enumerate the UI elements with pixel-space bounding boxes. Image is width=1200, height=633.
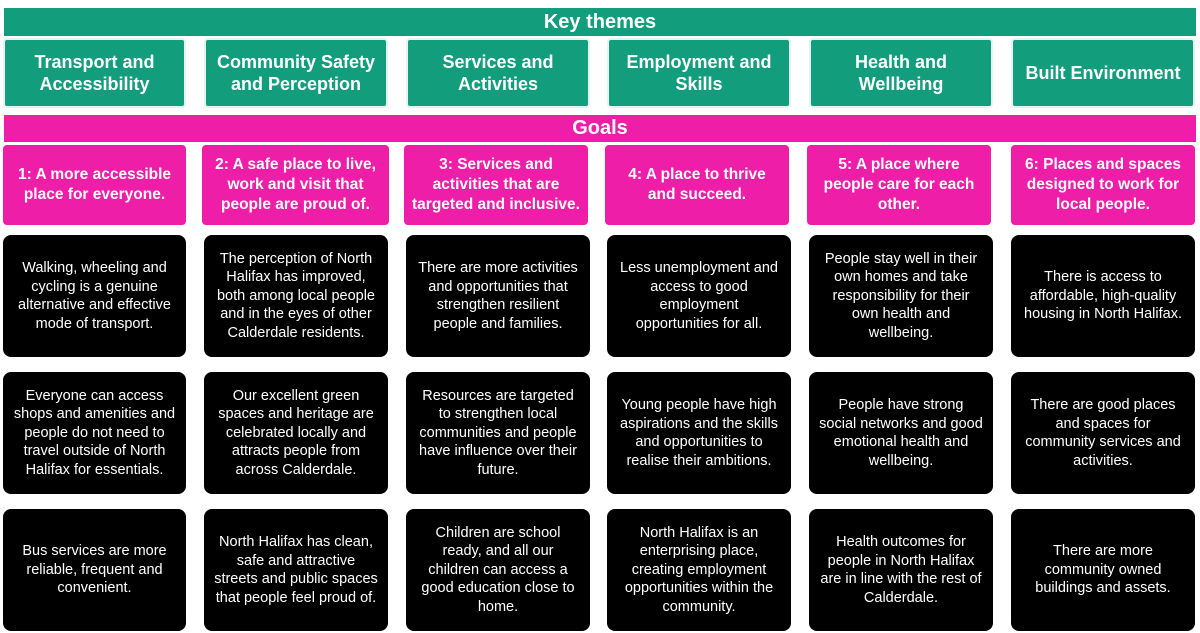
outcome-card: The perception of North Halifax has impr… <box>204 235 388 357</box>
outcome-card: Young people have high aspirations and t… <box>607 372 791 494</box>
outcome-card: Our excellent green spaces and heritage … <box>204 372 388 494</box>
outcome-card: There are good places and spaces for com… <box>1011 372 1195 494</box>
key-themes-banner: Key themes <box>4 8 1196 36</box>
theme-services: Services and Activities <box>406 38 590 108</box>
outcome-card: People stay well in their own homes and … <box>809 235 993 357</box>
goals-row: 1: A more accessible place for everyone.… <box>0 145 1200 225</box>
outcome-card: North Halifax is an enterprising place, … <box>607 509 791 631</box>
outcome-card: North Halifax has clean, safe and attrac… <box>204 509 388 631</box>
outcomes-row-3: Bus services are more reliable, frequent… <box>0 509 1200 631</box>
outcome-card: There is access to affordable, high-qual… <box>1011 235 1195 357</box>
outcome-card: Children are school ready, and all our c… <box>406 509 590 631</box>
outcome-card: Bus services are more reliable, frequent… <box>3 509 186 631</box>
theme-health: Health and Wellbeing <box>809 38 993 108</box>
goals-banner: Goals <box>4 115 1196 142</box>
goal-2: 2: A safe place to live, work and visit … <box>202 145 389 225</box>
goal-5: 5: A place where people care for each ot… <box>807 145 991 225</box>
theme-transport: Transport and Accessibility <box>3 38 186 108</box>
outcome-card: People have strong social networks and g… <box>809 372 993 494</box>
outcome-card: There are more activities and opportunit… <box>406 235 590 357</box>
outcomes-row-2: Everyone can access shops and amenities … <box>0 372 1200 494</box>
theme-employment: Employment and Skills <box>607 38 791 108</box>
theme-built-environment: Built Environment <box>1011 38 1195 108</box>
goal-1: 1: A more accessible place for everyone. <box>3 145 186 225</box>
outcome-card: There are more community owned buildings… <box>1011 509 1195 631</box>
outcome-card: Resources are targeted to strengthen loc… <box>406 372 590 494</box>
goal-3: 3: Services and activities that are targ… <box>404 145 588 225</box>
outcome-card: Less unemployment and access to good emp… <box>607 235 791 357</box>
outcomes-row-1: Walking, wheeling and cycling is a genui… <box>0 235 1200 357</box>
outcome-card: Everyone can access shops and amenities … <box>3 372 186 494</box>
themes-row: Transport and Accessibility Community Sa… <box>0 38 1200 108</box>
goal-4: 4: A place to thrive and succeed. <box>605 145 789 225</box>
outcome-card: Walking, wheeling and cycling is a genui… <box>3 235 186 357</box>
goal-6: 6: Places and spaces designed to work fo… <box>1011 145 1195 225</box>
theme-community-safety: Community Safety and Perception <box>204 38 388 108</box>
outcome-card: Health outcomes for people in North Hali… <box>809 509 993 631</box>
